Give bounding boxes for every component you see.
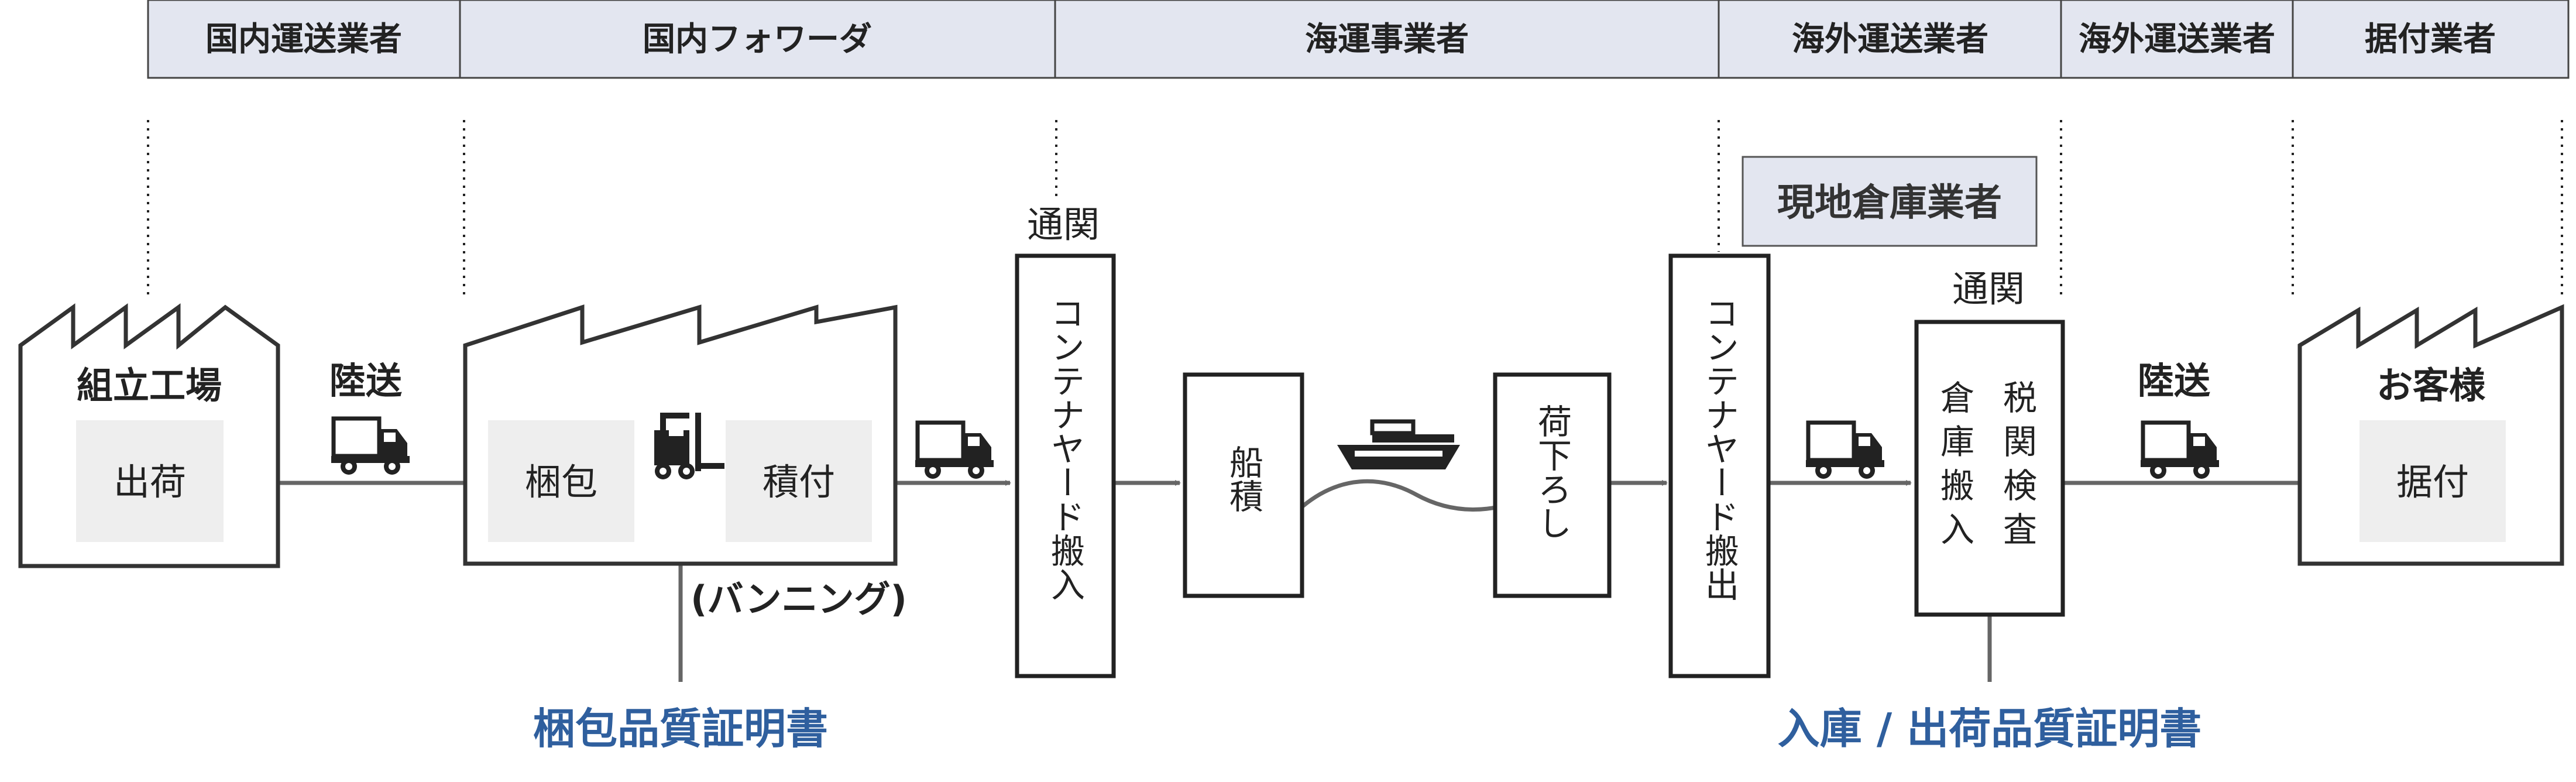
customs-label-1: 通関 [1027, 203, 1100, 246]
ship-loading-text: 船積 [1224, 445, 1263, 513]
shipping-step: 出荷 [114, 461, 186, 503]
land-transport-label-2: 陸送 [2138, 359, 2210, 402]
header-domestic-forwarder: 国内フォワーダ [643, 20, 872, 59]
customer-label: お客様 [2376, 364, 2486, 407]
warehouse-in-char: 倉 [1940, 378, 1974, 418]
unloading-text: 荷下ろし [1532, 404, 1572, 540]
truck-icon [2141, 423, 2219, 479]
container-yard-in-box [1015, 253, 1116, 678]
land-transport-label-1: 陸送 [329, 359, 402, 402]
container-yard-out-text: コンテナヤード搬出 [1699, 296, 1739, 601]
local-warehouse-label: 現地倉庫業者 [1777, 181, 2002, 225]
truck-icon [915, 423, 994, 479]
customer-site: お客様 据付 [2297, 304, 2564, 566]
forwarder-warehouse: 梱包 積付 [463, 304, 898, 566]
customs-inspection-char: 検 [2003, 466, 2037, 506]
storage-shipping-quality-certificate: 入庫 / 出荷品質証明書 [1778, 704, 2201, 753]
truck-icon [331, 419, 410, 475]
header-overseas-carrier-2: 海外運送業者 [2079, 20, 2275, 59]
forklift-icon [654, 413, 724, 479]
ship-loading-box [1183, 372, 1304, 598]
unloading-box [1493, 372, 1612, 598]
header-domestic-carrier: 国内運送業者 [205, 20, 402, 59]
customs-inspection-char: 関 [2003, 422, 2037, 462]
loading-step: 積付 [763, 461, 835, 503]
container-yard-out-box [1668, 253, 1771, 678]
packing-quality-certificate: 梱包品質証明書 [533, 704, 828, 753]
customs-label-2: 通関 [1952, 267, 2025, 310]
local-warehouse-box [1742, 156, 2038, 247]
header-overseas-carrier-1: 海外運送業者 [1792, 20, 1988, 59]
warehouse-in-char: 入 [1940, 510, 1974, 550]
warehouse-in-column: 倉 庫 搬 入 [1940, 378, 1974, 550]
assembly-factory: 組立工場 出荷 [18, 303, 280, 568]
ship-icon [1337, 419, 1460, 469]
customs-inspection-char: 査 [2003, 510, 2037, 550]
warehouse-in-char: 庫 [1940, 422, 1974, 462]
container-yard-in-text: コンテナヤード搬入 [1045, 296, 1085, 601]
assembly-factory-label: 組立工場 [77, 364, 222, 407]
header-shipping-operator: 海運事業者 [1305, 20, 1469, 59]
customs-inspection-column: 税 関 検 査 [2003, 378, 2037, 550]
installation-step: 据付 [2396, 461, 2469, 503]
vanning-note: (バンニング) [691, 578, 907, 620]
header-band: 国内運送業者 国内フォワーダ 海運事業者 海外運送業者 海外運送業者 据付業者 [147, 0, 2570, 79]
customs-inspection-char: 税 [2003, 378, 2037, 418]
header-installer: 据付業者 [2365, 20, 2496, 59]
warehouse-in-char: 搬 [1940, 466, 1974, 506]
packing-step: 梱包 [525, 461, 597, 503]
section-dividers [147, 120, 2563, 296]
warehouse-customs-box [1914, 320, 2065, 617]
truck-icon [1806, 423, 1884, 479]
